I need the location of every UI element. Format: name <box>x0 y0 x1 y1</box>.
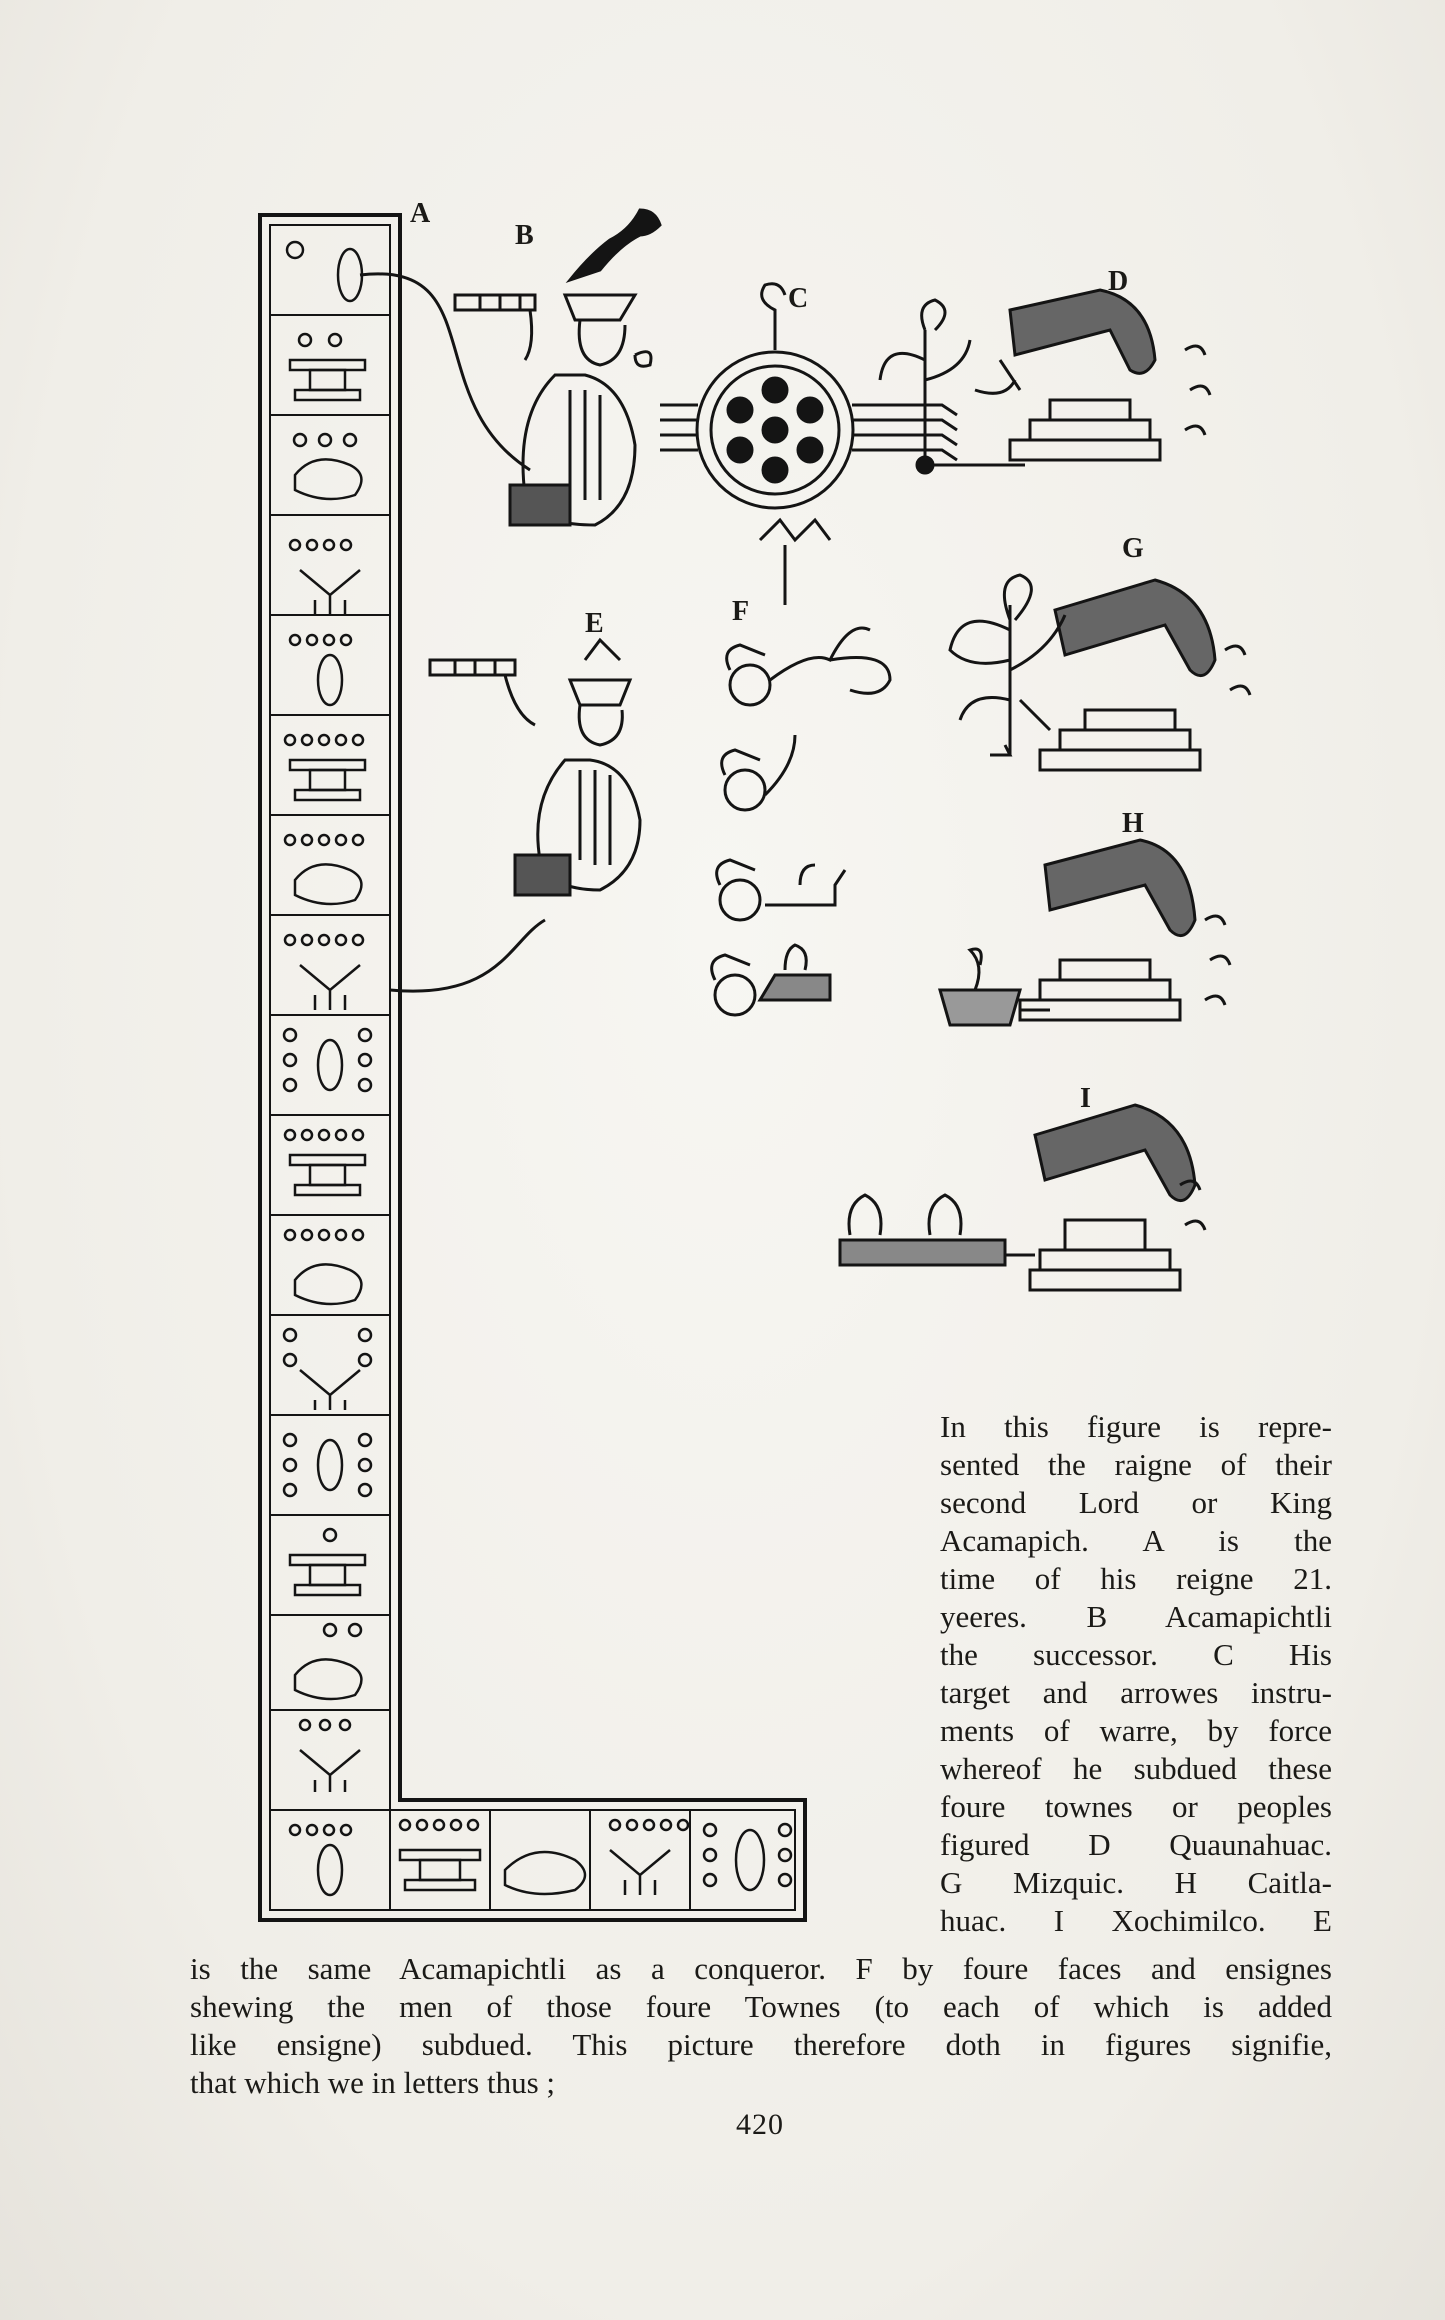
caption-line: figured D Quaunahuac. <box>940 1827 1332 1862</box>
caption-line: target and arrowes instru- <box>940 1675 1332 1710</box>
caption-line: G Mizquic. H Caitla- <box>940 1865 1332 1900</box>
codex-drawing <box>258 208 1252 1922</box>
codex-illustration: A B C D E F G H I <box>240 200 1360 1990</box>
year-count-band <box>258 213 807 1922</box>
label-c: C <box>788 283 809 314</box>
label-b: B <box>515 220 534 251</box>
caption-line: yeeres. B Acamapichtli <box>940 1599 1332 1634</box>
ruler-acamapichtli-figure <box>453 208 662 527</box>
caption-line: second Lord or King <box>940 1485 1332 1520</box>
caption-line: that which we in letters thus ; <box>190 2065 556 2100</box>
page-number: 420 <box>736 2108 784 2141</box>
caption-line: ments of warre, by force <box>940 1713 1332 1748</box>
label-a: A <box>410 198 431 229</box>
temple-xochimilco <box>838 1103 1207 1292</box>
conquered-faces <box>710 517 892 1017</box>
caption-line: like ensigne) subdued. This picture ther… <box>190 2027 1332 2062</box>
caption-line: Acamapich. A is the <box>940 1523 1332 1558</box>
caption-right-column: In this figure is repre- sented the raig… <box>940 1408 1332 1940</box>
caption-line: the successor. C His <box>940 1637 1332 1672</box>
caption-line: huac. I Xochimilco. E <box>940 1903 1332 1938</box>
label-h: H <box>1122 808 1144 839</box>
shield-and-arrows <box>660 282 958 510</box>
caption-line: In this figure is repre- <box>940 1409 1332 1444</box>
label-d: D <box>1108 266 1129 297</box>
caption-line: sented the raigne of their <box>940 1447 1332 1482</box>
connector-lines <box>359 272 546 993</box>
year-glyph-cells <box>270 314 691 1910</box>
year-glyphs <box>282 240 793 1897</box>
temple-caitlahuac <box>938 838 1232 1027</box>
caption-full-width: is the same Acamapichtli as a conqueror.… <box>190 1950 1332 2102</box>
caption-line: whereof he subdued these <box>940 1751 1332 1786</box>
temple-quaunahuac <box>878 288 1212 475</box>
caption-line: foure townes or peoples <box>940 1789 1332 1824</box>
label-f: F <box>732 596 750 627</box>
label-e: E <box>585 608 604 639</box>
ruler-conqueror-figure <box>428 637 642 897</box>
caption-line: is the same Acamapichtli as a conqueror.… <box>190 1951 1332 1986</box>
temple-mizquic <box>948 573 1252 772</box>
caption-line: time of his reigne 21. <box>940 1561 1332 1596</box>
caption-line: shewing the men of those foure Townes (t… <box>190 1989 1332 2024</box>
label-g: G <box>1122 533 1144 564</box>
label-i: I <box>1080 1083 1091 1114</box>
